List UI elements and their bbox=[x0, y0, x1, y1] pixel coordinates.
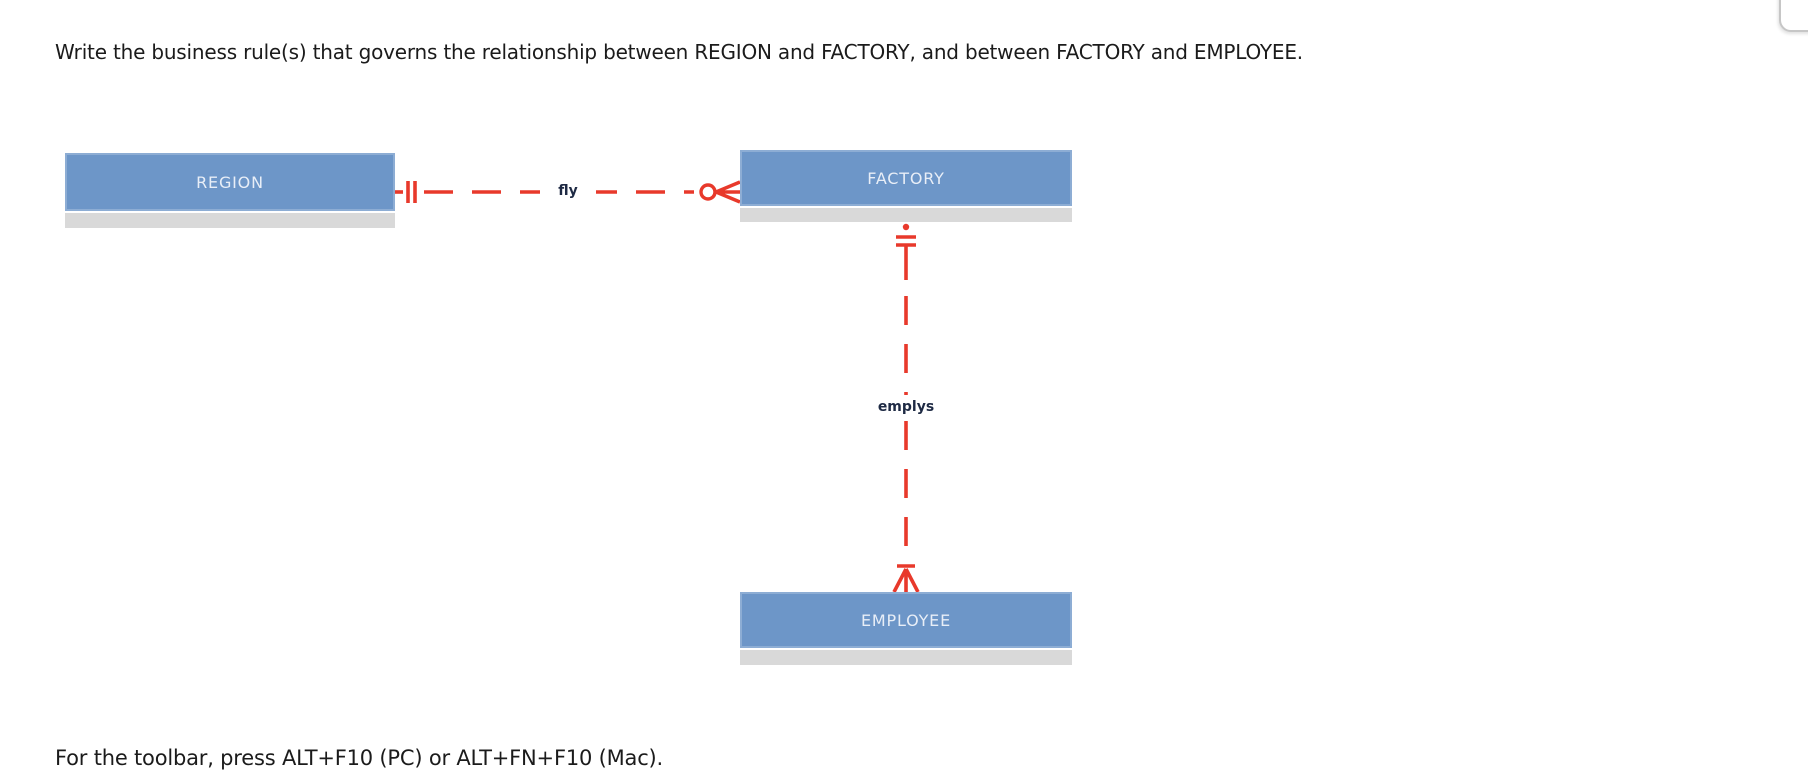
entity-factory-label: FACTORY bbox=[867, 168, 945, 188]
one-and-only-one-marker bbox=[406, 181, 417, 203]
entity-employee-label: EMPLOYEE bbox=[860, 610, 952, 630]
line-start-dot bbox=[902, 223, 910, 231]
question-prompt: Write the business rule(s) that governs … bbox=[55, 40, 1303, 64]
relationship-label-fly: fly bbox=[540, 183, 596, 199]
entity-employee-header: EMPLOYEE bbox=[740, 592, 1072, 648]
entity-employee-shadow bbox=[740, 650, 1072, 665]
entity-region-shadow bbox=[65, 213, 395, 228]
one-and-only-one-marker bbox=[896, 235, 916, 247]
collapsed-corner-button[interactable] bbox=[1779, 0, 1808, 32]
entity-factory-shadow bbox=[740, 208, 1072, 222]
entity-region: REGION bbox=[65, 153, 395, 228]
entity-employee: EMPLOYEE bbox=[740, 592, 1072, 666]
entity-factory: FACTORY bbox=[740, 150, 1072, 223]
entity-region-label: REGION bbox=[196, 172, 264, 192]
entity-region-header: REGION bbox=[65, 153, 395, 211]
one-or-many-marker bbox=[892, 564, 920, 593]
relationship-label-emplys: emplys bbox=[868, 399, 944, 415]
toolbar-hint: For the toolbar, press ALT+F10 (PC) or A… bbox=[55, 746, 664, 770]
entity-factory-header: FACTORY bbox=[740, 150, 1072, 206]
zero-or-many-marker bbox=[699, 180, 741, 204]
